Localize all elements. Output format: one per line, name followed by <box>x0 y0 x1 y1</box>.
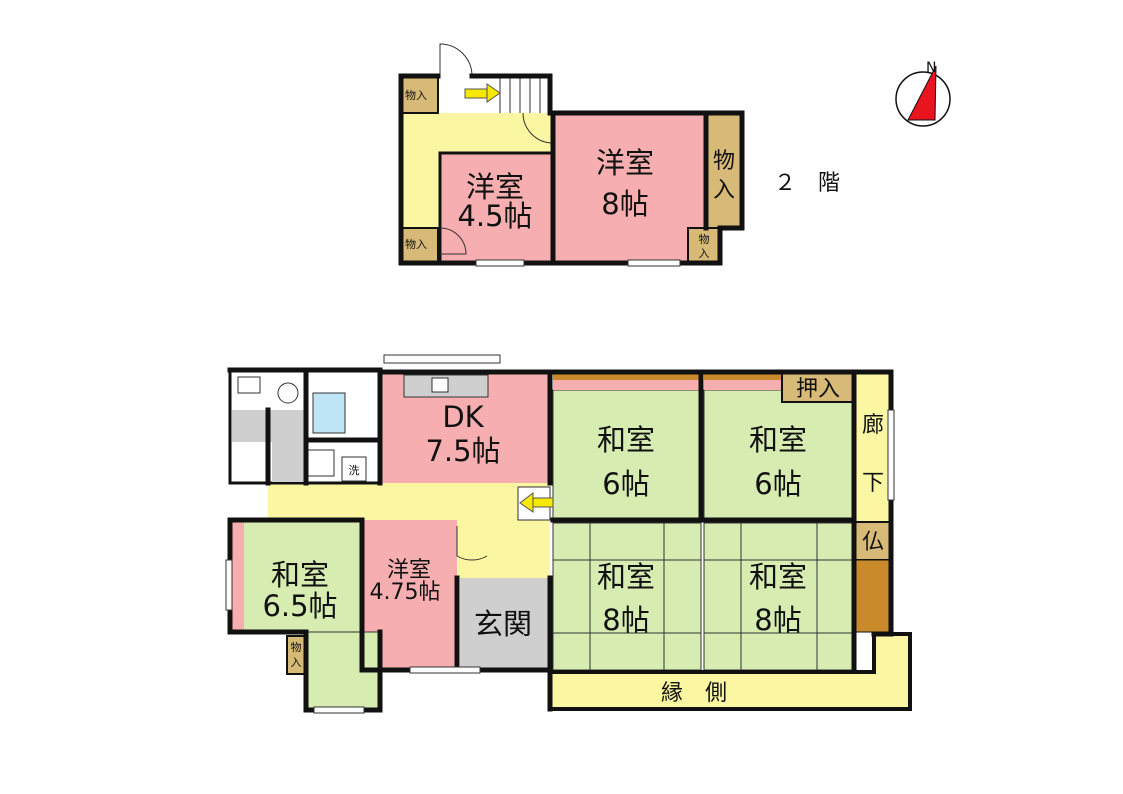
floor1-closet-small-label-2: 入 <box>291 656 302 669</box>
butsudan-label: 仏 <box>862 530 884 555</box>
kitchen-sink-icon <box>431 377 449 393</box>
floor2-room-yoshitsu-8-name: 洋室 <box>596 146 654 180</box>
genkan <box>460 578 549 670</box>
windows <box>225 354 895 714</box>
laundry <box>341 456 367 482</box>
room-washitsu-6a-size: 6帖 <box>602 467 649 501</box>
engawa-label: 縁 側 <box>661 681 727 706</box>
room-washitsu-8a-size: 8帖 <box>602 603 649 637</box>
room-washitsu-8b <box>703 522 855 671</box>
compass: N <box>895 60 951 127</box>
compass-n-icon: N <box>926 60 936 76</box>
oshiire-label: 押入 <box>796 377 840 402</box>
room-yoshitsu-475-size: 4.75帖 <box>370 580 441 605</box>
room-washitsu-6a-name: 和室 <box>597 423 655 457</box>
floor2-closet-small-label-2: 入 <box>699 247 710 260</box>
floor-1: 洗 DK 7.5帖 和室 6帖 押入 和室 6帖 廊 下 仏 <box>225 354 912 714</box>
room-dk-name: DK <box>442 400 484 434</box>
floor2-closet-top <box>400 75 439 114</box>
room-washitsu-6a <box>552 389 702 521</box>
tokonoma-wood <box>854 559 892 633</box>
floor2-room-yoshitsu-45-name: 洋室 <box>466 170 524 204</box>
corridor-label-1: 廊 <box>862 413 884 438</box>
floor2-walls <box>398 73 745 266</box>
room-washitsu-65-name: 和室 <box>271 558 329 592</box>
floor2-closet-right-label-2: 入 <box>713 178 735 203</box>
floor2-closet-top-label: 物入 <box>405 88 427 102</box>
door-arc <box>439 227 467 255</box>
bath-floor <box>272 410 306 482</box>
floor2-room-yoshitsu-8-size: 8帖 <box>601 187 648 221</box>
floor2-closet-bottom <box>400 227 439 264</box>
room-washitsu-65-size: 6.5帖 <box>262 589 337 623</box>
floor2-closet-small-label-1: 物 <box>699 232 710 246</box>
room-washitsu-8b-name: 和室 <box>749 560 807 594</box>
room-washitsu-6b-name: 和室 <box>749 423 807 457</box>
door-arc <box>456 526 488 561</box>
floor1-closet-small-label-1: 物 <box>291 640 302 654</box>
floor2-room-yoshitsu-8 <box>553 113 706 263</box>
room-washitsu-8a <box>552 522 702 671</box>
floor2-closet-right <box>705 112 743 229</box>
door-arc <box>439 43 473 77</box>
oshiire <box>781 371 855 403</box>
stair-steps <box>499 76 541 113</box>
sink <box>307 449 335 477</box>
floor1-walls <box>227 367 894 637</box>
floor1-hallway-lower <box>454 520 550 578</box>
windows <box>475 259 681 267</box>
room-washitsu-8b-size: 8帖 <box>754 603 801 637</box>
floor2-closet-right-label-1: 物 <box>713 149 735 174</box>
genkan-label: 玄関 <box>474 607 532 641</box>
floor1-corridor-right <box>854 371 892 523</box>
stair-arrow-1f <box>517 486 554 521</box>
room-washitsu-8a-name: 和室 <box>597 560 655 594</box>
room-washitsu-65 <box>231 519 363 633</box>
floor2-closet-small <box>687 227 721 264</box>
bath-floor-2 <box>232 410 272 442</box>
floor-2: 物入 物入 洋室 4.5帖 洋室 8帖 物 入 物 入 <box>398 43 840 267</box>
floor2-room-yoshitsu-45-size: 4.5帖 <box>457 199 532 233</box>
floor1-hallway <box>268 483 550 523</box>
room-washitsu-6b-size: 6帖 <box>754 467 801 501</box>
wash-basin-icon <box>237 376 261 394</box>
floor2-closet-bottom-label: 物入 <box>405 237 427 251</box>
room-yoshitsu-475-name: 洋室 <box>387 558 431 583</box>
floor2-label: ２ 階 <box>774 171 840 196</box>
toilet-icon <box>277 382 299 404</box>
laundry-label: 洗 <box>349 464 360 477</box>
bathtub <box>312 392 346 434</box>
stair-arrow <box>464 83 501 103</box>
corridor-label-2: 下 <box>862 471 884 496</box>
room-dk-size: 7.5帖 <box>425 434 500 468</box>
